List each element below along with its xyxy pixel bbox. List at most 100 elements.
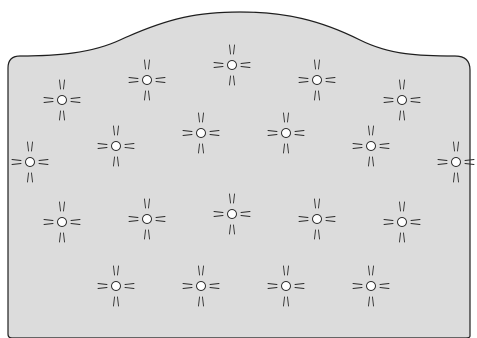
light-ray <box>294 287 305 289</box>
light-ray <box>209 287 220 289</box>
light-9 <box>352 125 390 167</box>
light-ray <box>399 110 401 121</box>
light-ray <box>403 201 405 212</box>
light-ray <box>70 219 81 221</box>
light-ray <box>202 265 204 276</box>
light-ray <box>325 81 336 83</box>
light-ray <box>457 141 459 152</box>
light-ray <box>372 265 374 276</box>
light-ray <box>213 215 224 217</box>
light-16 <box>383 201 421 243</box>
light-ray <box>117 125 119 136</box>
light-bulb <box>397 95 407 105</box>
light-ray <box>267 283 278 285</box>
light-ray <box>229 75 231 86</box>
light-ray <box>267 287 278 289</box>
light-5 <box>383 79 421 121</box>
light-ray <box>229 44 231 55</box>
light-ray <box>124 147 135 149</box>
light-bulb <box>227 60 237 70</box>
light-ray <box>267 130 278 132</box>
light-ray <box>202 112 204 123</box>
light-ray <box>117 296 119 307</box>
light-ray <box>298 81 309 83</box>
light-ray <box>372 296 374 307</box>
light-ray <box>283 112 285 123</box>
light-ray <box>63 79 65 90</box>
light-ray <box>11 163 22 165</box>
light-ray <box>43 97 54 99</box>
light-ray <box>453 172 455 183</box>
light-19 <box>267 265 305 307</box>
light-ray <box>298 216 309 218</box>
light-ray <box>148 198 150 209</box>
light-ray <box>240 215 251 217</box>
light-ray <box>155 216 166 218</box>
light-ray <box>410 97 421 99</box>
light-ray <box>43 223 54 225</box>
light-ray <box>213 62 224 64</box>
light-ray <box>117 265 119 276</box>
light-ray <box>325 77 336 79</box>
light-bulb <box>281 128 291 138</box>
light-ray <box>70 223 81 225</box>
light-ray <box>287 143 289 154</box>
light-ray <box>352 283 363 285</box>
light-ray <box>128 216 139 218</box>
light-ray <box>113 265 115 276</box>
light-bulb <box>57 95 67 105</box>
light-ray <box>464 159 475 161</box>
light-ray <box>209 130 220 132</box>
light-ray <box>410 101 421 103</box>
light-ray <box>403 232 405 243</box>
light-ray <box>240 62 251 64</box>
light-ray <box>124 283 135 285</box>
light-12 <box>43 201 81 243</box>
light-ray <box>267 134 278 136</box>
light-ray <box>294 130 305 132</box>
light-ray <box>209 283 220 285</box>
light-ray <box>38 163 49 165</box>
light-ray <box>198 143 200 154</box>
light-ray <box>97 283 108 285</box>
light-ray <box>457 172 459 183</box>
light-bulb <box>196 128 206 138</box>
light-ray <box>314 229 316 240</box>
light-ray <box>124 143 135 145</box>
light-ray <box>318 59 320 70</box>
light-ray <box>298 220 309 222</box>
light-ray <box>148 59 150 70</box>
light-ray <box>403 110 405 121</box>
light-ray <box>117 156 119 167</box>
light-ray <box>43 101 54 103</box>
light-bulb <box>111 281 121 291</box>
light-ray <box>213 211 224 213</box>
light-ray <box>70 97 81 99</box>
light-ray <box>287 265 289 276</box>
light-ray <box>155 220 166 222</box>
light-ray <box>155 81 166 83</box>
light-2 <box>128 59 166 101</box>
light-ray <box>318 90 320 101</box>
light-ray <box>63 201 65 212</box>
light-ray <box>148 229 150 240</box>
light-ray <box>70 101 81 103</box>
light-ray <box>113 296 115 307</box>
light-20 <box>352 265 390 307</box>
light-ray <box>410 219 421 221</box>
light-ray <box>379 143 390 145</box>
light-ray <box>240 66 251 68</box>
light-10 <box>11 141 49 183</box>
light-14 <box>213 193 251 235</box>
light-ray <box>283 296 285 307</box>
light-ray <box>144 198 146 209</box>
light-ray <box>383 223 394 225</box>
light-ray <box>198 265 200 276</box>
light-ray <box>148 90 150 101</box>
light-ray <box>113 125 115 136</box>
light-ray <box>368 296 370 307</box>
light-ray <box>31 172 33 183</box>
light-ray <box>63 232 65 243</box>
light-ray <box>97 143 108 145</box>
light-ray <box>124 287 135 289</box>
